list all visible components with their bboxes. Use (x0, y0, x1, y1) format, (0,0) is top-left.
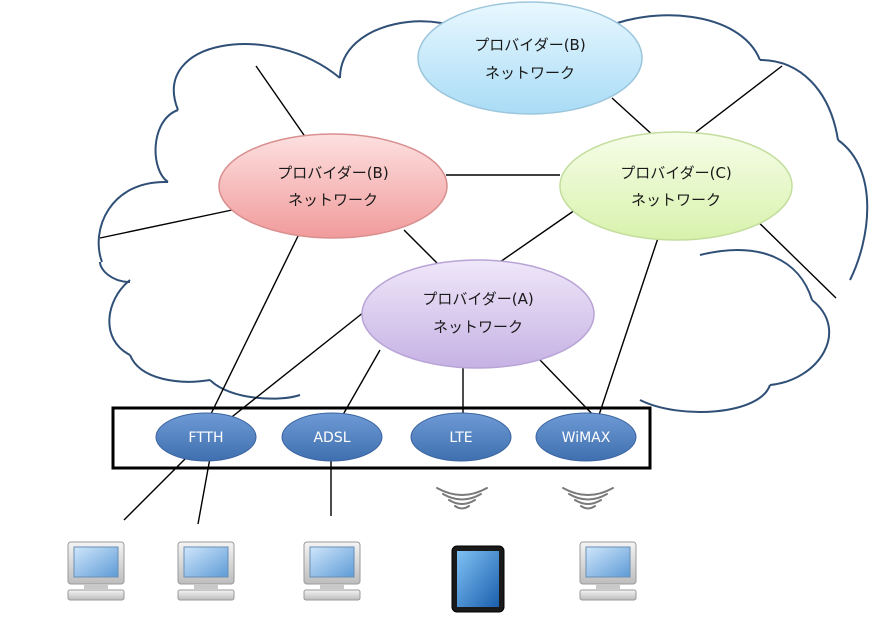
link-line (99, 209, 233, 239)
provider-node-top-b: プロバイダー(B) ネットワーク (417, 1, 643, 115)
node-title: プロバイダー(A) (422, 290, 533, 308)
cloud-arc (154, 109, 179, 183)
cloud-arc (769, 299, 831, 386)
access-label: WiMAX (562, 430, 611, 446)
cloud-arc (599, 14, 761, 61)
wireless-signal-icon (562, 487, 614, 510)
pc-icon (303, 541, 361, 601)
provider-node-left-b: プロバイダー(B) ネットワーク (218, 133, 448, 239)
node-subtitle: ネットワーク (288, 191, 378, 209)
pc-icon (177, 541, 235, 601)
link-line (695, 65, 783, 133)
access-node-adsl: ADSL (281, 412, 383, 462)
wireless-signal-icon (436, 487, 488, 510)
access-node-ftth: FTTH (155, 412, 257, 462)
link-line (227, 311, 365, 421)
link-line (207, 231, 301, 421)
access-label: ADSL (313, 430, 350, 446)
pc-icon (579, 541, 637, 601)
cloud-arc (129, 354, 211, 383)
access-network-box (111, 406, 652, 470)
cloud-arc (172, 43, 341, 111)
node-subtitle: ネットワーク (433, 318, 523, 336)
cloud-arc (209, 379, 301, 400)
access-node-lte: LTE (410, 412, 512, 462)
connection-lines (99, 65, 837, 525)
node-subtitle: ネットワーク (485, 64, 575, 82)
node-title: プロバイダー(B) (474, 36, 585, 54)
access-label: FTTH (188, 430, 223, 446)
cloud-arc (837, 139, 869, 281)
cloud-arc (639, 384, 771, 413)
cloud-arc (699, 249, 813, 301)
node-subtitle: ネットワーク (631, 191, 721, 209)
link-line (611, 97, 657, 139)
pc-icon (67, 541, 125, 601)
link-line (499, 209, 576, 263)
access-node-wimax: WiMAX (535, 412, 637, 462)
link-line (597, 237, 659, 419)
provider-node-right-c: プロバイダー(C) ネットワーク (559, 131, 793, 241)
cloud-arc (108, 279, 131, 356)
access-label: LTE (449, 430, 472, 446)
cloud-arc (99, 261, 131, 283)
node-title: プロバイダー(C) (620, 164, 732, 182)
provider-node-mid-a: プロバイダー(A) ネットワーク (361, 259, 595, 369)
node-title: プロバイダー(B) (277, 164, 388, 182)
link-line (745, 209, 837, 299)
tablet-icon (451, 545, 505, 613)
internet-cloud (97, 14, 869, 413)
link-line (255, 65, 307, 139)
cloud-arc (97, 180, 169, 263)
cloud-arc (759, 59, 839, 141)
